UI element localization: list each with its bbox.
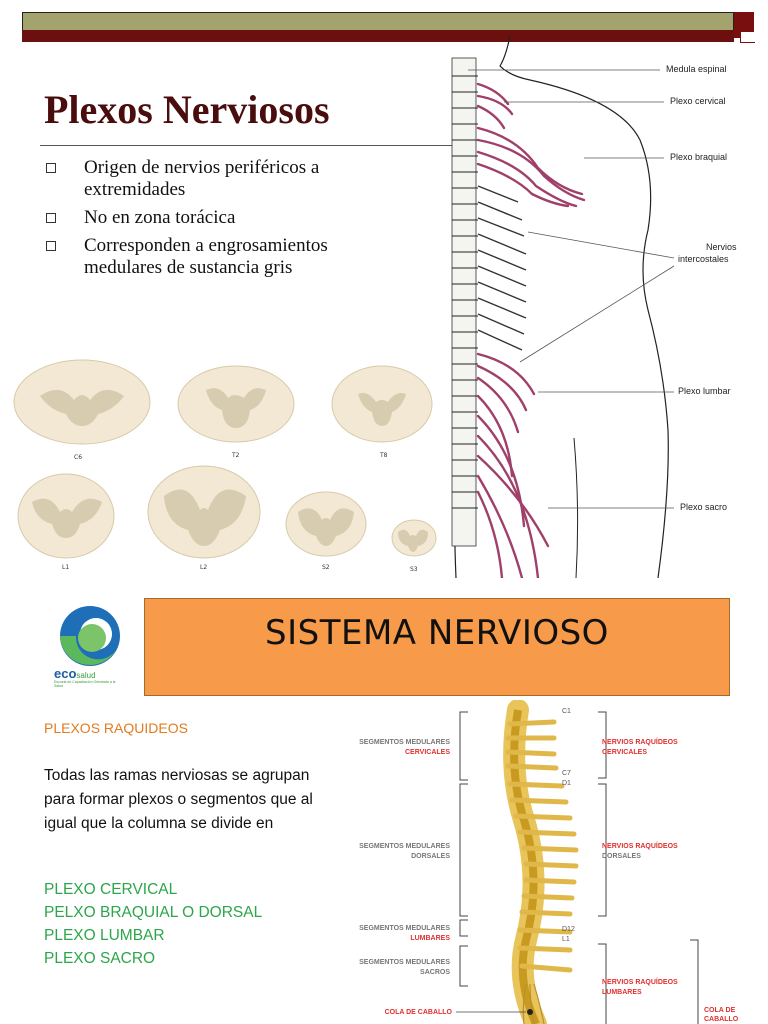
label-seg-cervical-1: SEGMENTOS MEDULARES	[359, 739, 450, 746]
label-right-cola-1: COLA DE	[704, 1007, 736, 1014]
label-nerv-dorsal-1: NERVIOS RAQUÍDEOS	[602, 843, 678, 850]
body-spine-illustration	[451, 35, 675, 578]
plexus-list-item: PELXO BRAQUIAL O DORSAL	[44, 904, 263, 921]
top-bar	[22, 12, 734, 32]
slide-title: Plexos Nerviosos	[44, 87, 330, 132]
banner-title: SISTEMA NERVIOSO	[265, 613, 609, 653]
section-label: T8	[380, 452, 388, 459]
label-seg-dorsal-1: SEGMENTOS MEDULARES	[359, 843, 450, 850]
section-subtitle: PLEXOS RAQUIDEOS	[44, 720, 188, 736]
section-label: S3	[410, 566, 418, 573]
label-intercostales: intercostales	[678, 254, 729, 264]
square-bullet-icon	[46, 163, 56, 173]
label-seg-lumbar-1: SEGMENTOS MEDULARES	[359, 925, 450, 932]
bullet-item: Origen de nervios periféricos a extremid…	[44, 157, 404, 201]
title-banner: SISTEMA NERVIOSO	[144, 598, 730, 696]
title-rule	[40, 145, 452, 146]
tick-l1: L1	[562, 936, 570, 943]
plexus-list-item: PLEXO SACRO	[44, 950, 156, 967]
label-seg-lumbar-2: LUMBARES	[410, 935, 450, 942]
plexus-list-item: PLEXO CERVICAL	[44, 881, 178, 898]
bullet-item: Corresponden a engrosamientos medulares …	[44, 235, 404, 279]
ecosalud-logo	[46, 600, 132, 682]
label-nervios: Nervios	[706, 242, 737, 252]
plexus-list-item: PLEXO LUMBAR	[44, 927, 165, 944]
corner-ornament-outline	[740, 32, 755, 43]
square-bullet-icon	[46, 213, 56, 223]
cross-sections-illustration	[13, 359, 437, 559]
slide-sistema-nervioso: ecosalud Escuela de Capacitación Orienta…	[0, 584, 768, 1024]
logo-subtitle: Escuela de Capacitación Orientada a la S…	[54, 680, 116, 688]
label-seg-sacro-2: SACROS	[420, 969, 450, 976]
label-nerv-lumbar-1: NERVIOS RAQUÍDEOS	[602, 979, 678, 986]
label-seg-cervical-2: CERVICALES	[405, 749, 450, 756]
bullet-item: No en zona torácica	[44, 207, 404, 229]
description-paragraph: Todas las ramas nerviosas se agrupan par…	[44, 767, 313, 832]
label-medula-espinal: Medula espinal	[666, 64, 727, 74]
label-plexo-sacro: Plexo sacro	[680, 502, 728, 512]
logo-wordmark: ecosalud	[54, 666, 96, 681]
label-plexo-braquial: Plexo braquial	[670, 152, 728, 162]
tick-d12: D12	[562, 926, 575, 933]
label-seg-dorsal-2: DORSALES	[411, 853, 450, 860]
plexus-list: PLEXO CERVICAL PELXO BRAQUIAL O DORSAL P…	[44, 878, 262, 970]
label-seg-sacro-1: SEGMENTOS MEDULARES	[359, 959, 450, 966]
section-label: C6	[74, 454, 83, 461]
section-label: T2	[232, 452, 240, 459]
top-bar-accent	[22, 30, 734, 42]
square-bullet-icon	[46, 241, 56, 251]
label-nerv-cervical-2: CERVICALES	[602, 749, 647, 756]
corner-ornament	[734, 12, 754, 38]
label-plexo-lumbar: Plexo lumbar	[678, 386, 731, 396]
tick-c7: C7	[562, 770, 571, 777]
section-label: L2	[200, 564, 208, 571]
tick-d1: D1	[562, 780, 571, 787]
spinal-cross-sections: C6 T2 T8 L1 L2 S2 S3	[0, 356, 450, 578]
tick-c1: C1	[562, 708, 571, 715]
label-nerv-cervical-1: NERVIOS RAQUÍDEOS	[602, 739, 678, 746]
label-nerv-dorsal-2: DORSALES	[602, 853, 641, 860]
label-right-cola-2: CABALLO	[704, 1016, 739, 1023]
slide-plexos-nerviosos: Plexos Nerviosos Origen de nervios perif…	[0, 12, 768, 578]
spinal-column-illustration	[456, 699, 699, 1024]
logo-emblem-icon	[60, 606, 120, 666]
spine-segments-figure: SEGMENTOS MEDULARES CERVICALES SEGMENTOS…	[340, 699, 768, 1024]
section-label: S2	[322, 564, 330, 571]
label-cola-caballo: COLA DE CABALLO	[384, 1009, 452, 1016]
label-nerv-lumbar-2: LUMBARES	[602, 989, 642, 996]
plexus-anatomy-figure: Medula espinal Plexo cervical Plexo braq…	[448, 35, 768, 578]
section-label: L1	[62, 564, 70, 571]
bullet-list: Origen de nervios periféricos a extremid…	[44, 157, 404, 285]
label-plexo-cervical: Plexo cervical	[670, 96, 726, 106]
